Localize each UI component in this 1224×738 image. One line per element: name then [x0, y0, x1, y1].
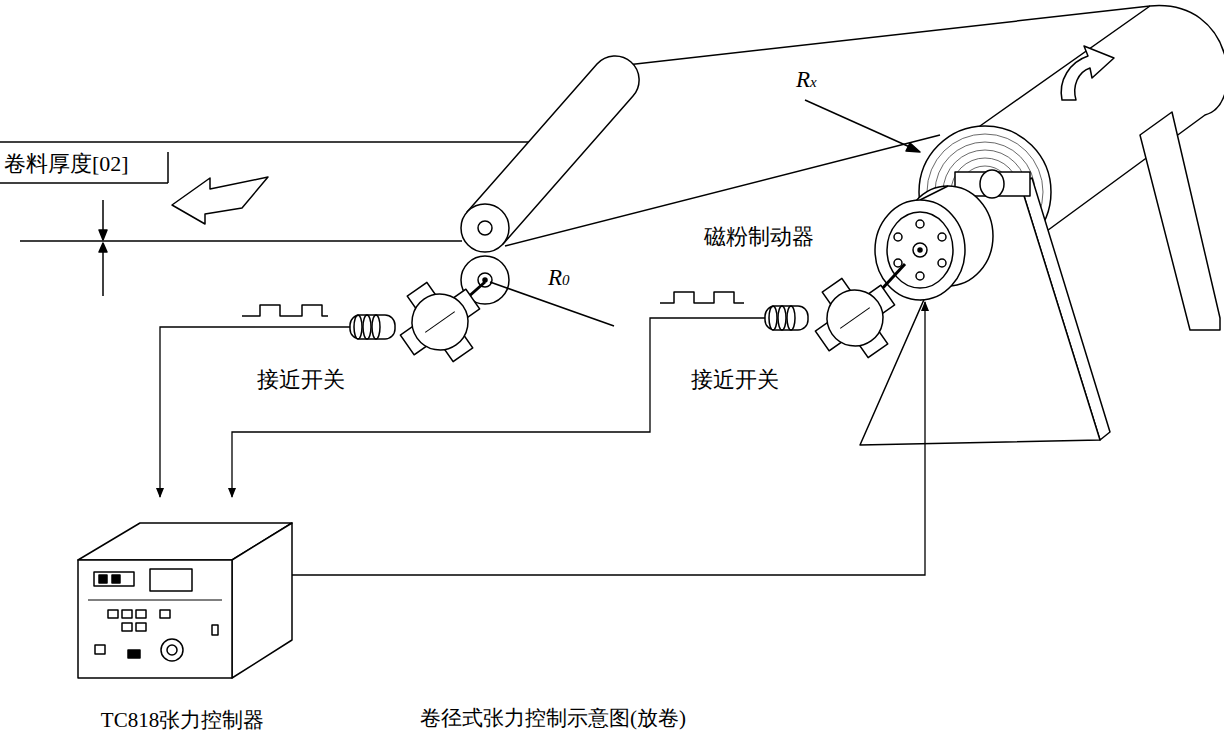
sensor-head-part — [372, 315, 380, 339]
controller-device-part — [122, 623, 132, 631]
sensing-gear-part — [840, 308, 869, 329]
radius-leader-part — [805, 100, 912, 148]
magnetic-brake: 磁粉制动器 — [700, 222, 980, 302]
tension-controller: TC818张力控制器 — [60, 497, 305, 735]
sensing-gear — [384, 262, 910, 377]
controller-device-part — [94, 572, 134, 586]
sensor-head-part — [769, 306, 777, 330]
sensor-head — [255, 306, 808, 339]
material-thickness-label: 卷料厚度[02] — [4, 151, 129, 177]
controller-device-part — [108, 610, 118, 618]
controller-device-part — [212, 625, 218, 635]
direction-arrow — [172, 177, 268, 224]
radius-symbol: Rx — [796, 66, 817, 94]
roll-stand-part — [1140, 112, 1220, 330]
brake-drawing-part — [918, 248, 922, 252]
brake-drawing — [875, 186, 993, 300]
sensor-head-part — [255, 326, 350, 328]
controller-device-part — [150, 569, 192, 591]
controller-device-part — [136, 623, 146, 631]
controller-device-part — [99, 575, 107, 583]
brake-drawing-part — [875, 200, 965, 300]
controller-device-part — [95, 645, 105, 654]
thickness-dimension-part — [0, 182, 168, 184]
sensor-head-part — [354, 315, 362, 339]
controller-device-part — [292, 574, 305, 576]
brake-drawing-part — [894, 259, 902, 267]
roll-stand-part — [980, 170, 1004, 198]
brake-drawing-part — [913, 243, 927, 257]
sensor-head-part — [787, 306, 795, 330]
thickness-dimension — [0, 152, 168, 296]
controller-device-part — [122, 610, 132, 618]
sensor-head-part — [685, 317, 765, 319]
thickness-dimension-part — [99, 243, 107, 252]
controller-device-part — [78, 560, 232, 678]
sensing-gear-part — [401, 283, 479, 361]
controller-device — [78, 523, 305, 678]
node-label: 磁粉制动器 — [704, 224, 814, 250]
web-strip-part — [20, 240, 462, 242]
brake-drawing-part — [938, 233, 946, 241]
web-strip — [0, 142, 535, 241]
guide-roller-part — [461, 204, 509, 252]
sensing-gear-part — [425, 312, 454, 333]
controller-device-part — [88, 600, 222, 601]
node-label: 接近开关 — [257, 367, 345, 393]
thickness-dimension-part — [102, 252, 104, 296]
radius-symbol: R0 — [548, 264, 570, 292]
pulse-signal-part — [660, 292, 744, 303]
brake-drawing-part — [938, 259, 946, 267]
material-roll-part — [1061, 46, 1114, 100]
brake-drawing-part — [887, 212, 953, 288]
pulse-signal — [242, 292, 744, 316]
controller-device-part — [128, 650, 140, 658]
roll-stand-part — [860, 183, 1100, 445]
guide-roller-part — [478, 221, 492, 235]
thickness-dimension-part — [99, 230, 107, 240]
sensor-head-part — [765, 306, 808, 330]
brake-drawing-part — [916, 272, 924, 280]
sensor-head-part — [363, 315, 371, 339]
controller-device-part — [112, 575, 120, 583]
proximity-switch: 接近开关 — [685, 290, 900, 395]
guide-roller — [461, 56, 639, 304]
node-label: 接近开关 — [691, 367, 779, 393]
pulse-signal-part — [242, 305, 328, 316]
sensing-gear-part — [384, 266, 495, 377]
controller-device-part — [136, 610, 146, 618]
brake-drawing-part — [894, 233, 902, 241]
sensing-gear-part — [799, 262, 910, 373]
roll-stand — [860, 112, 1220, 445]
controller-device-part — [167, 645, 177, 655]
proximity-switch: 接近开关 — [255, 295, 495, 395]
brake-drawing-part — [916, 220, 924, 228]
direction-arrow-part — [172, 177, 268, 224]
sensor-head-part — [350, 315, 395, 339]
sensor-head-part — [778, 306, 786, 330]
signal-wire — [305, 302, 925, 575]
radius-leader — [490, 100, 920, 326]
thickness-dimension-part — [167, 152, 169, 183]
radius-leader-part — [906, 143, 920, 152]
web-band-part — [600, 6, 1150, 68]
thickness-dimension-part — [102, 200, 104, 232]
sensing-gear-part — [816, 279, 894, 357]
web-strip-part — [0, 141, 535, 143]
signal-wire — [232, 318, 685, 497]
signal-wire — [160, 327, 255, 497]
controller-device-part — [160, 610, 170, 618]
controller-device-part — [161, 639, 183, 661]
controller-device-part — [232, 523, 292, 678]
node-label: TC818张力控制器 — [101, 708, 264, 733]
figure-caption: 卷径式张力控制示意图(放卷) — [420, 706, 686, 731]
